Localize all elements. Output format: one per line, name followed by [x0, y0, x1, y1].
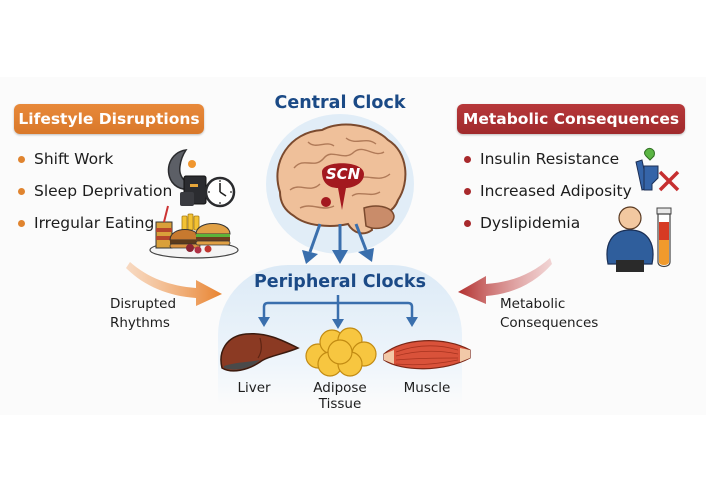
brain-icon: SCN: [266, 114, 414, 254]
label-line: Metabolic: [500, 296, 566, 312]
list-item-label: Shift Work: [34, 150, 114, 168]
metabolic-consequences-label: Metabolic Consequences: [500, 295, 598, 333]
organ-label-muscle: Muscle: [403, 380, 451, 396]
list-item: Shift Work: [18, 143, 172, 175]
list-item-label: Increased Adiposity: [480, 182, 632, 200]
metabolic-consequences-arrow: [458, 258, 552, 304]
obese-person-icon: [606, 206, 654, 272]
moon-clock-icon: [167, 149, 236, 208]
list-item-label: Insulin Resistance: [480, 150, 620, 168]
list-item-label: Dyslipidemia: [480, 214, 581, 232]
central-to-peripheral-arrows: [302, 223, 374, 264]
bullet-icon: [464, 219, 471, 227]
bullet-icon: [18, 155, 25, 163]
insulin-blocked-icon: [635, 147, 680, 192]
list-item-label: Sleep Deprivation: [34, 182, 173, 200]
blood-test-tube-icon: [656, 207, 672, 268]
metabolic-consequences-header: Metabolic Consequences: [457, 104, 685, 134]
list-item-label: Irregular Eating: [34, 214, 155, 232]
lifestyle-header-label: Lifestyle Disruptions: [18, 110, 200, 128]
list-item: Sleep Deprivation: [18, 175, 172, 207]
list-item: Increased Adiposity: [464, 175, 632, 207]
metabolic-header-label: Metabolic Consequences: [462, 110, 680, 128]
muscle-icon: [383, 340, 471, 370]
list-item: Insulin Resistance: [464, 143, 632, 175]
peripheral-clocks-title: Peripheral Clocks: [253, 272, 426, 292]
list-item: Irregular Eating: [18, 207, 172, 239]
disrupted-rhythms-arrow: [126, 262, 222, 306]
lifestyle-list: Shift Work Sleep Deprivation Irregular E…: [18, 143, 172, 239]
metabolic-list: Insulin Resistance Increased Adiposity D…: [464, 143, 632, 239]
label-line: Adipose: [313, 380, 367, 396]
lifestyle-disruptions-header: Lifestyle Disruptions: [14, 104, 204, 134]
label-line: Disrupted: [110, 296, 177, 312]
bullet-icon: [464, 187, 471, 195]
central-clock-title: Central Clock: [274, 93, 406, 113]
bullet-icon: [18, 219, 25, 227]
scn-label: SCN: [326, 165, 361, 183]
adipose-icon: [305, 327, 377, 377]
liver-icon: [220, 332, 300, 372]
label-line: Tissue: [318, 396, 362, 412]
label-line: Rhythms: [110, 315, 170, 331]
organ-label-liver: Liver: [237, 380, 271, 396]
organ-label-adipose: Adipose Tissue: [300, 380, 380, 412]
label-line: Consequences: [500, 315, 599, 331]
bullet-icon: [18, 187, 25, 195]
fast-food-icon: [149, 205, 239, 259]
list-item: Dyslipidemia: [464, 207, 632, 239]
bullet-icon: [464, 155, 471, 163]
peripheral-branch-arrows: [258, 295, 418, 329]
disrupted-rhythms-label: Disrupted Rhythms: [110, 295, 176, 333]
